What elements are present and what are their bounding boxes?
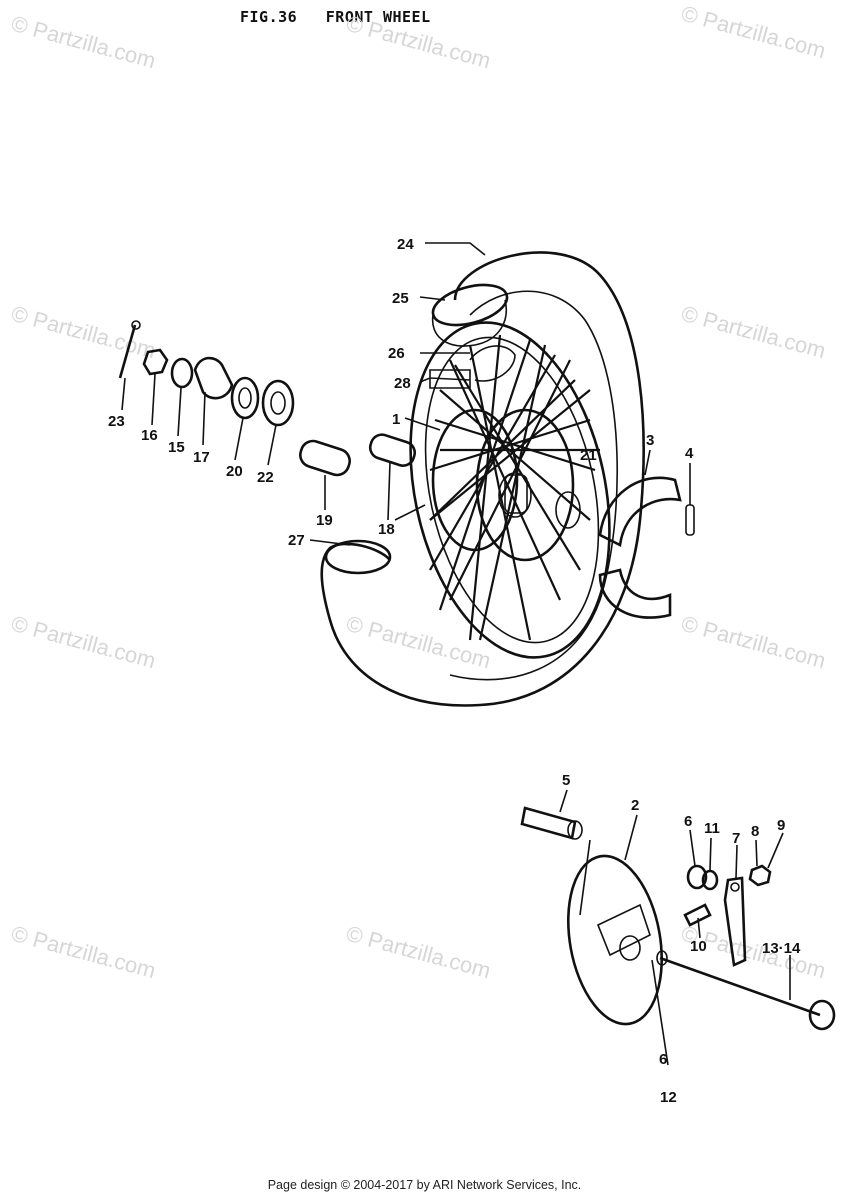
- callout-24: 24: [397, 236, 414, 253]
- callout-17: 17: [193, 449, 210, 466]
- brake-panel-assembly: [520, 806, 836, 1031]
- callout-27: 27: [288, 532, 305, 549]
- lever-bolt: [683, 903, 712, 927]
- callout-22: 22: [257, 469, 274, 486]
- callout-26: 26: [388, 345, 405, 362]
- rim-inner: [424, 336, 600, 644]
- hub-flange: [431, 408, 519, 552]
- callout-18: 18: [378, 521, 395, 538]
- tube-body: [431, 299, 507, 347]
- front-axle: [659, 956, 821, 1017]
- watermark: © Partzilla.com: [679, 301, 829, 364]
- brake-shoe-upper: [598, 476, 682, 547]
- distance-collar: [368, 433, 417, 467]
- spacer: [193, 356, 234, 400]
- cam-seal: [686, 864, 708, 890]
- callout-3: 3: [646, 432, 654, 449]
- callout-7: 7: [732, 830, 740, 847]
- callout-6b: 6: [659, 1051, 667, 1068]
- callout-20: 20: [226, 463, 243, 480]
- callout-23: 23: [108, 413, 125, 430]
- cam-washer: [701, 869, 719, 891]
- callout-6: 6: [684, 813, 692, 830]
- callout-9: 9: [777, 817, 785, 834]
- brake-shoe-lower: [598, 568, 672, 619]
- callout-8: 8: [751, 823, 759, 840]
- callout-11: 11: [704, 820, 720, 837]
- callout-15: 15: [168, 439, 185, 456]
- callouts: 1 2 3 4 5 6 6 7 8 9 10 11 12 13·14 15 16…: [108, 236, 801, 1106]
- hub-boss: [504, 474, 528, 514]
- figure-title: FIG.36 FRONT WHEEL: [240, 8, 431, 26]
- bearing: [261, 379, 295, 427]
- leader-lines: [121, 242, 791, 1066]
- callout-2: 2: [631, 797, 639, 814]
- hub-side: [555, 491, 581, 529]
- rim-tape: [469, 345, 516, 382]
- watermark: © Partzilla.com: [9, 301, 159, 364]
- watermark: © Partzilla.com: [679, 611, 829, 674]
- brake-cam: [520, 806, 577, 840]
- callout-1: 1: [392, 411, 400, 428]
- footer-copyright: Page design © 2004-2017 by ARI Network S…: [267, 1178, 582, 1192]
- washer: [170, 357, 194, 389]
- callout-16: 16: [141, 427, 158, 444]
- watermark: © Partzilla.com: [9, 611, 159, 674]
- watermark: © Partzilla.com: [9, 11, 159, 74]
- callout-10: 10: [690, 938, 707, 955]
- callout-5: 5: [562, 772, 570, 789]
- lever-nut: [748, 864, 772, 887]
- callout-28: 28: [394, 375, 411, 392]
- callout-12: 12: [660, 1089, 677, 1106]
- callout-4: 4: [685, 445, 694, 462]
- brake-lever: [723, 876, 747, 967]
- watermark: © Partzilla.com: [344, 921, 494, 984]
- cotter-pin: [118, 324, 137, 379]
- hub-brake-drum: [475, 408, 575, 562]
- hub-center: [498, 472, 532, 518]
- callout-13-14: 13·14: [762, 940, 801, 957]
- watermark: © Partzilla.com: [9, 921, 159, 984]
- callout-19: 19: [316, 512, 333, 529]
- callout-21: 21: [580, 447, 597, 464]
- watermark: © Partzilla.com: [679, 1, 829, 64]
- brake-shoes: [598, 476, 695, 619]
- oil-seal: [230, 376, 260, 420]
- axle-nut: [142, 348, 169, 376]
- tire-inner-edge: [449, 290, 619, 681]
- spacer-tube: [299, 439, 351, 477]
- axle-head: [808, 999, 836, 1031]
- tire: [320, 251, 645, 707]
- brake-panel: [566, 854, 664, 1026]
- shoe-spring: [685, 504, 695, 536]
- tire-section: [324, 539, 392, 575]
- left-axle-parts: [118, 320, 417, 477]
- callout-25: 25: [392, 290, 409, 307]
- spokes: [429, 334, 600, 641]
- watermark: © Partzilla.com: [344, 11, 494, 74]
